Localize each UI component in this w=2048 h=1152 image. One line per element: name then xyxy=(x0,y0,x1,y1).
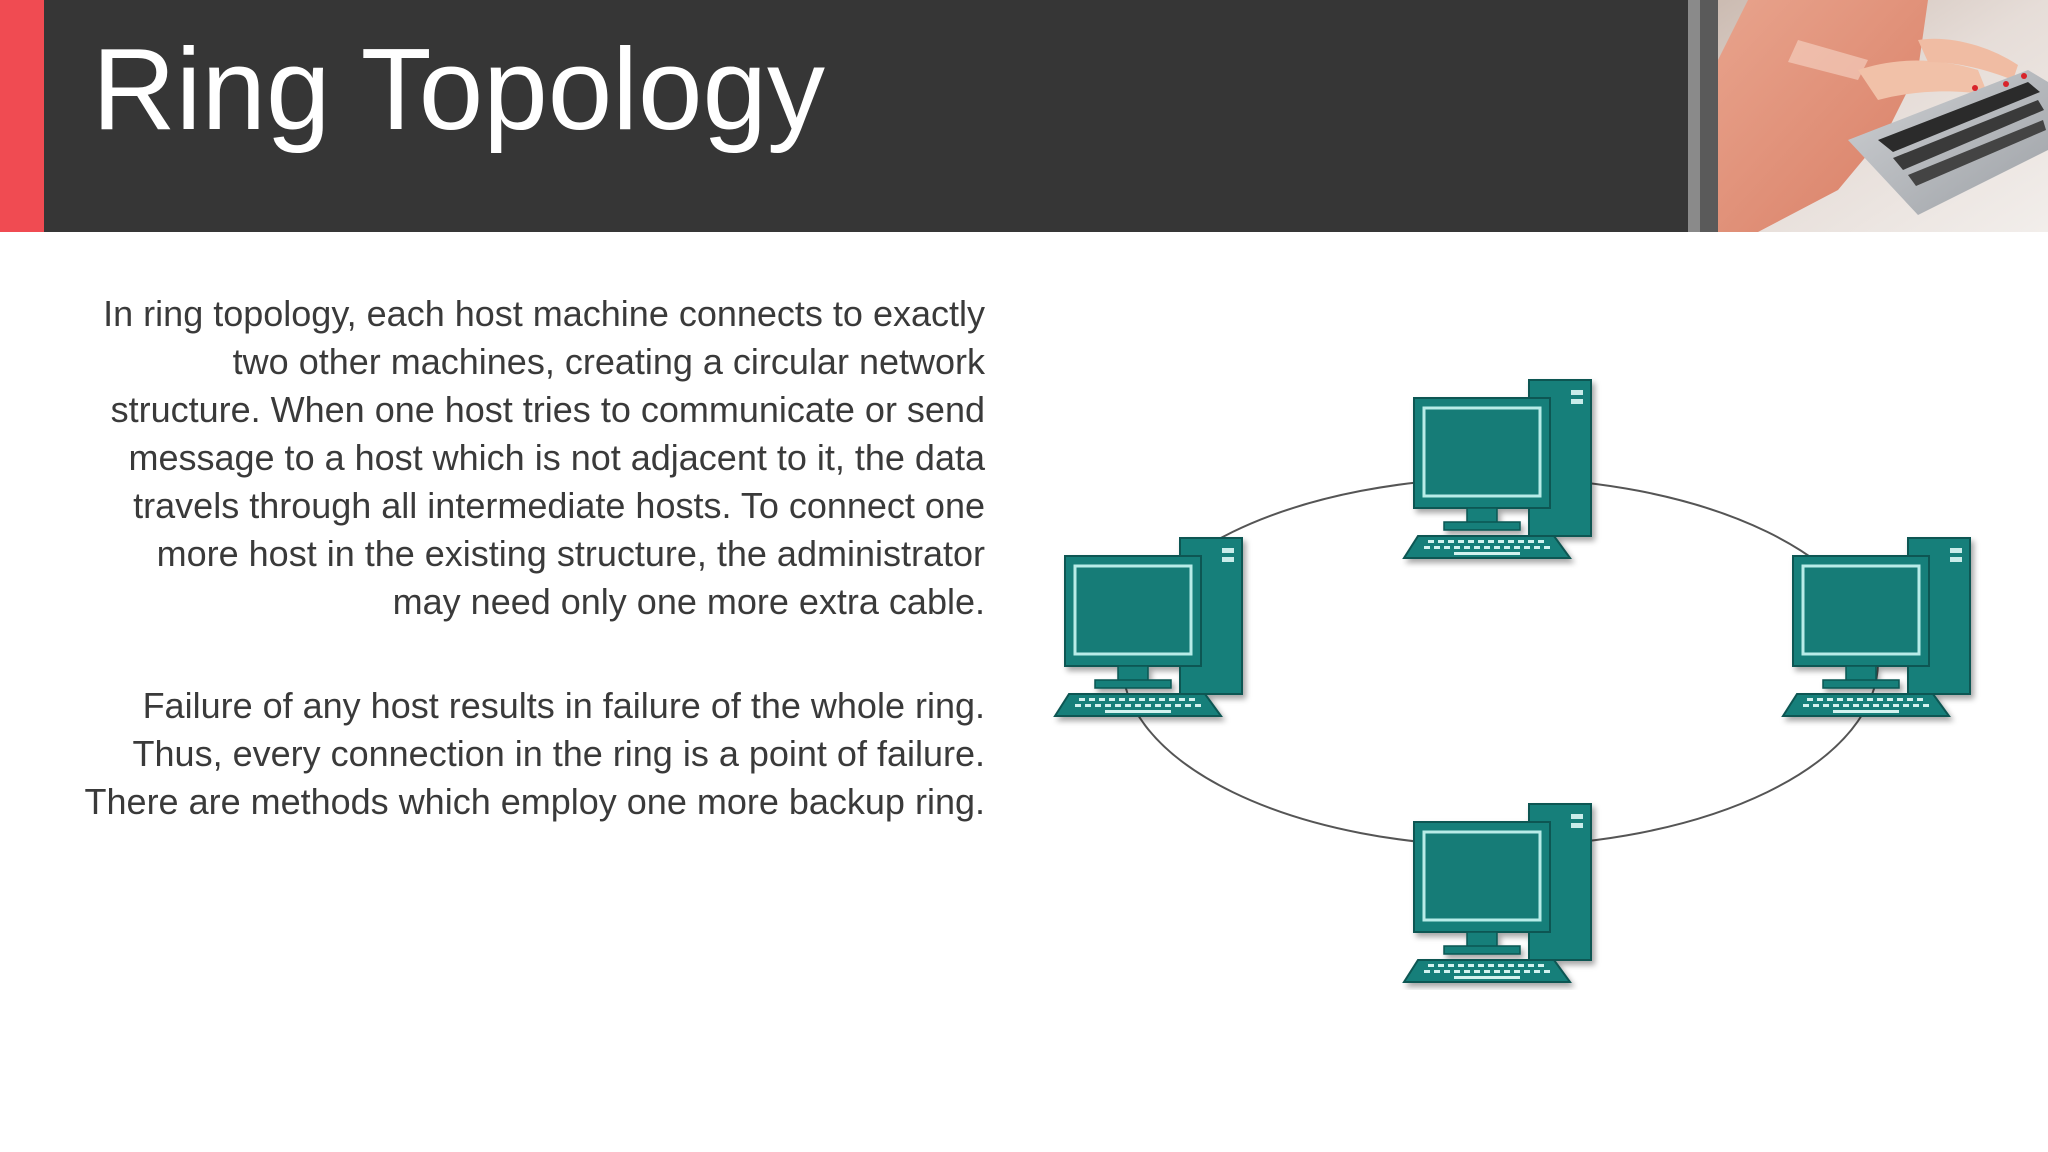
paragraph-ring-description: In ring topology, each host machine conn… xyxy=(103,293,985,622)
ring-topology-diagram xyxy=(1040,370,2040,990)
accent-bar xyxy=(0,0,44,232)
laptop-photo-illustration xyxy=(1688,0,2048,232)
computer-icon xyxy=(1055,538,1242,716)
slide-body-text: In ring topology, each host machine conn… xyxy=(80,290,985,826)
computer-icon xyxy=(1404,804,1591,982)
paragraph-ring-failure: Failure of any host results in failure o… xyxy=(84,685,985,822)
computer-icon xyxy=(1404,380,1591,558)
slide-title: Ring Topology xyxy=(92,24,826,154)
computer-icon xyxy=(1783,538,1970,716)
slide-header: Ring Topology xyxy=(0,0,2048,232)
header-photo-laptop-typing xyxy=(1688,0,2048,232)
